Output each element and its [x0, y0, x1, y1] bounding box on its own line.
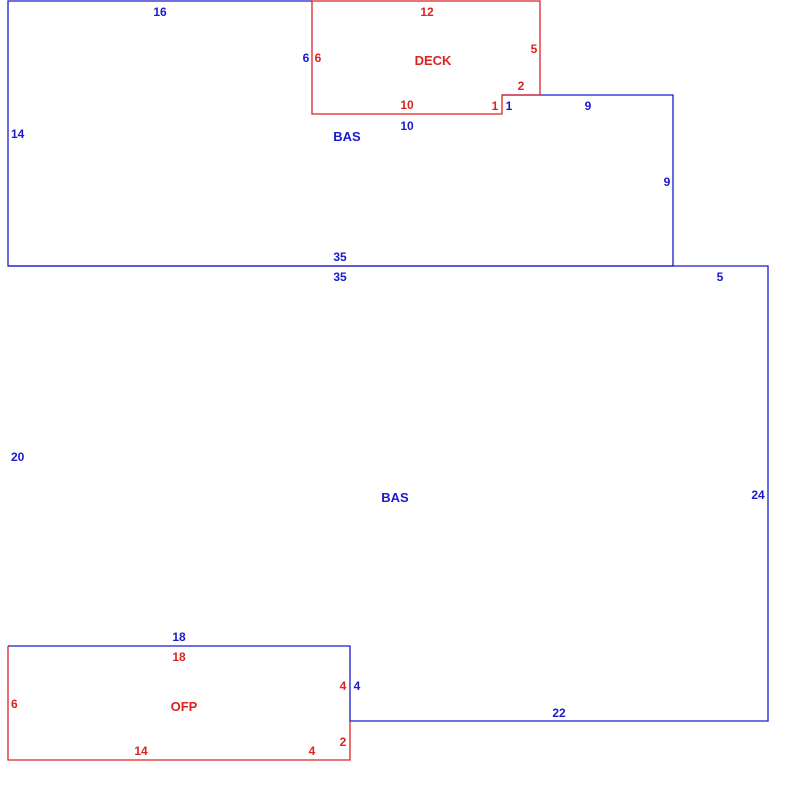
- dim-porch-bottom-left: 14: [134, 744, 148, 758]
- dim-main-top: 35: [333, 270, 347, 284]
- dim-main-top-right: 5: [717, 270, 724, 284]
- deck-label: DECK: [415, 53, 452, 68]
- dim-deck-right: 5: [531, 42, 538, 56]
- dim-upper-under-deck: 10: [400, 119, 414, 133]
- dim-porch-top: 18: [172, 650, 186, 664]
- dim-deck-top: 12: [420, 5, 434, 19]
- dim-deck-left: 6: [315, 51, 322, 65]
- dim-main-porch-side: 4: [354, 679, 361, 693]
- dim-main-left: 20: [11, 450, 25, 464]
- dim-porch-bottom-right: 4: [309, 744, 316, 758]
- dim-upper-bottom: 35: [333, 250, 347, 264]
- dim-main-bottom: 22: [552, 706, 566, 720]
- upper-bas-label: BAS: [333, 129, 361, 144]
- dim-porch-step: 2: [340, 735, 347, 749]
- main-bas-label: BAS: [381, 490, 409, 505]
- dim-upper-right-top: 9: [585, 99, 592, 113]
- dim-upper-left: 14: [11, 127, 25, 141]
- porch-label: OFP: [171, 699, 198, 714]
- dim-deck-step-drop: 1: [492, 99, 499, 113]
- dim-porch-left: 6: [11, 697, 18, 711]
- dim-deck-bottom: 10: [400, 98, 414, 112]
- dim-main-right: 24: [751, 488, 765, 502]
- dim-upper-deck-side: 6: [303, 51, 310, 65]
- dim-upper-top: 16: [153, 5, 167, 19]
- deck-outline: [311, 0, 541, 115]
- dim-deck-step: 2: [518, 79, 525, 93]
- dim-main-porch-top: 18: [172, 630, 186, 644]
- porch-outline: [7, 646, 351, 761]
- dim-upper-right-side: 9: [664, 175, 671, 189]
- dim-porch-right: 4: [340, 679, 347, 693]
- main-bas-outline: [8, 265, 769, 722]
- dim-upper-step: 1: [506, 99, 513, 113]
